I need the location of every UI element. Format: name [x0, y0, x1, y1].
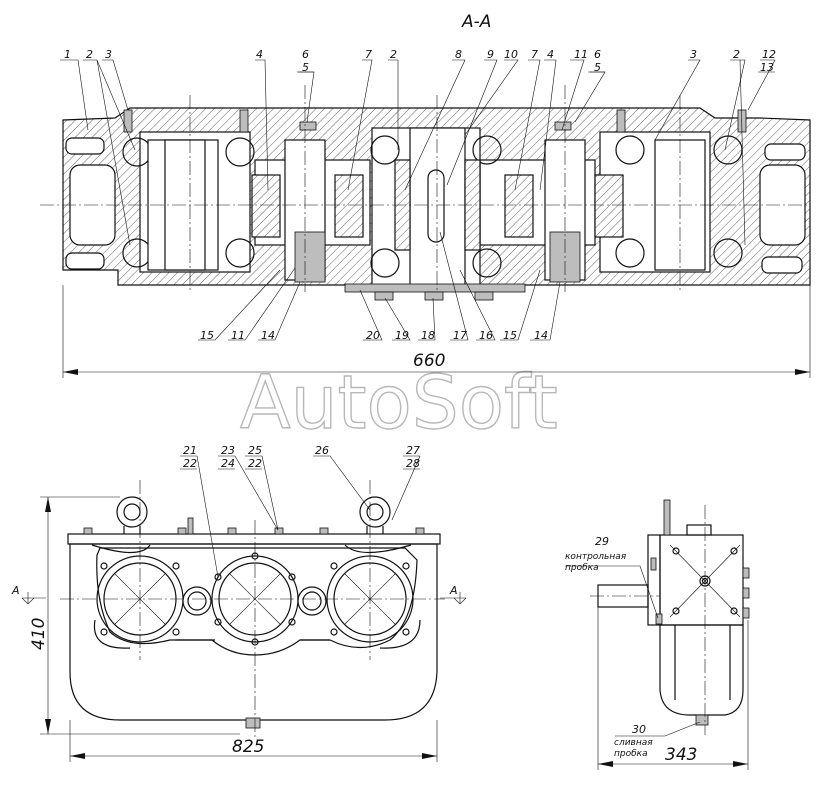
callout-side-29: 29 [595, 535, 609, 548]
callout-top: 2 [733, 48, 740, 61]
section-view: 660 [40, 59, 811, 378]
front-view: А А 410 825 21 22 23 24 25 [11, 444, 467, 762]
section-marker-right: А [449, 584, 458, 597]
callout-bottom: 14 [534, 329, 548, 342]
dimension-front-height: 410 [29, 618, 49, 650]
callout-top: 12 [762, 48, 776, 61]
callout-front: 25 [248, 444, 262, 457]
callout-top: 7 [531, 48, 538, 61]
label-control-plug-2: пробка [565, 563, 599, 573]
callout-top: 2 [390, 48, 397, 61]
callout-bottom: 19 [395, 329, 409, 342]
callout-front: 27 [406, 444, 420, 457]
callout-side-30: 30 [632, 723, 646, 736]
callout-bottom: 20 [366, 329, 380, 342]
callout-front: 26 [315, 444, 329, 457]
callout-bottom: 11 [231, 329, 245, 342]
dimension-side-width: 343 [665, 745, 697, 765]
callout-bottom: 15 [503, 329, 517, 342]
callout-front: 22 [183, 457, 197, 470]
callout-front: 24 [221, 457, 235, 470]
callout-top: 11 [574, 48, 588, 61]
section-title: А-А [461, 12, 491, 32]
roller-bearings [251, 174, 624, 238]
bottom-callouts: 15 11 14 20 19 18 17 16 15 14 [200, 329, 548, 342]
callout-top: 3 [105, 48, 112, 61]
callout-top: 13 [760, 61, 774, 74]
callout-bottom: 18 [421, 329, 435, 342]
callout-top: 5 [302, 61, 309, 74]
callout-bottom: 17 [453, 329, 467, 342]
section-marker-left: А [11, 584, 20, 597]
label-drain-plug-1: сливная [614, 738, 653, 748]
callout-top: 5 [594, 61, 601, 74]
callout-top: 9 [487, 48, 494, 61]
callout-top: 7 [365, 48, 372, 61]
callout-front: 23 [221, 444, 235, 457]
callout-top: 2 [86, 48, 93, 61]
ball-bearings [122, 135, 743, 278]
callout-front: 21 [183, 444, 197, 457]
callout-front: 28 [406, 457, 420, 470]
callout-top: 6 [302, 48, 309, 61]
callout-bottom: 15 [200, 329, 214, 342]
side-view: 29 контрольная пробка 30 сливная пробка … [565, 499, 750, 770]
callout-front: 22 [248, 457, 262, 470]
label-control-plug-1: контрольная [565, 552, 627, 562]
callout-bottom: 14 [261, 329, 275, 342]
callout-top: 3 [690, 48, 697, 61]
callout-top: 1 [64, 48, 71, 61]
callout-bottom: 16 [479, 329, 493, 342]
callout-top: 4 [547, 48, 554, 61]
dimension-front-width: 825 [232, 737, 264, 757]
top-callouts: 1 2 3 4 6 5 7 2 8 9 10 7 4 11 6 5 3 2 12… [64, 48, 776, 74]
callout-top: 6 [594, 48, 601, 61]
label-drain-plug-2: пробка [614, 749, 648, 759]
callout-top: 8 [455, 48, 462, 61]
dimension-section-width: 660 [413, 351, 445, 371]
watermark: AutoSoft [240, 360, 558, 446]
callout-top: 10 [504, 48, 518, 61]
callout-top: 4 [256, 48, 263, 61]
